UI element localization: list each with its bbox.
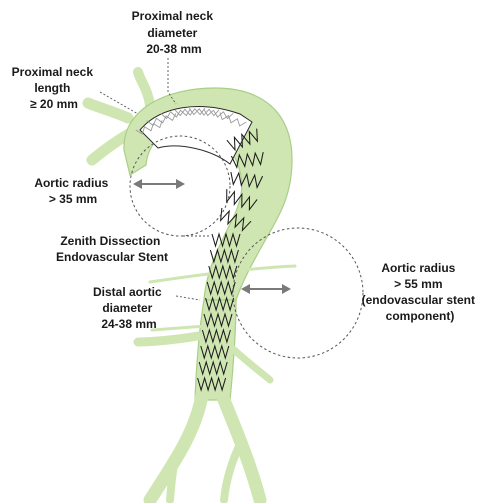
label-proximal-neck-diameter: Proximal neck diameter 20-38 mm: [132, 9, 217, 56]
renal-artery-right: [232, 348, 270, 380]
label-aortic-radius-arch: Aortic radius > 35 mm: [34, 176, 111, 206]
branch-vessel-top: [138, 72, 150, 105]
iliac-branch-inner-left: [170, 440, 184, 500]
label-distal-aortic-diameter: Distal aortic diameter 24-38 mm: [93, 285, 165, 331]
label-aortic-radius-descending: Aortic radius > 55 mm (endovascular sten…: [362, 261, 479, 323]
arch-radius-arrow: [133, 179, 185, 189]
descending-radius-arrow: [241, 284, 291, 294]
renal-artery-left: [138, 336, 198, 342]
leader-distal-diameter: [176, 296, 200, 300]
label-zenith-stent: Zenith Dissection Endovascular Stent: [56, 234, 168, 264]
iliac-branch-inner-right: [224, 440, 242, 500]
